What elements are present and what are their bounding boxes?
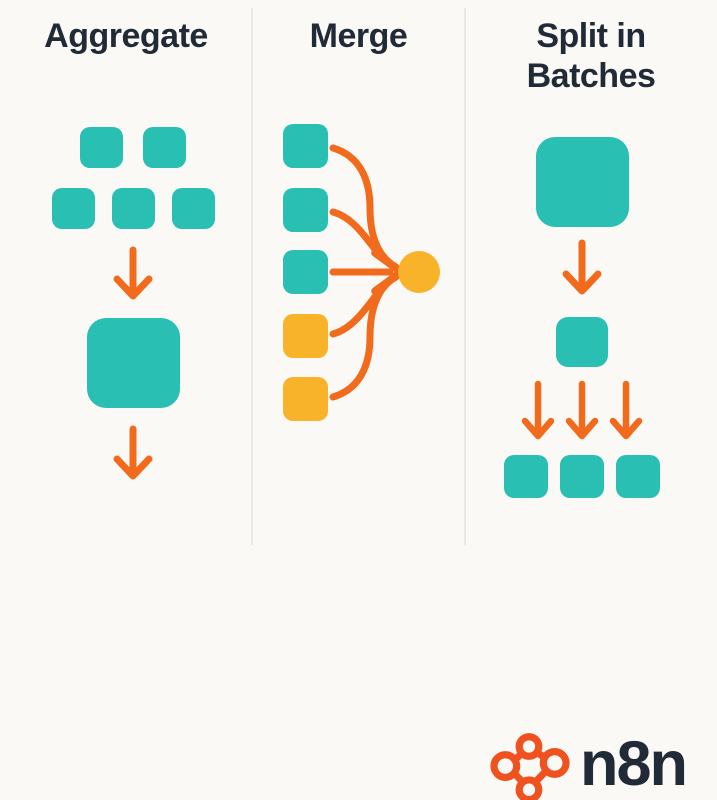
aggregated-square — [87, 318, 180, 408]
merge-input-items — [283, 124, 328, 421]
aggregate-title-label: Aggregate — [44, 17, 208, 55]
item-square — [283, 124, 328, 168]
aggregate-title: Aggregate — [0, 16, 252, 56]
logo-node — [515, 776, 543, 800]
item-square — [143, 127, 186, 168]
merge-title: Merge — [252, 16, 465, 56]
arrow-down-icon — [113, 246, 153, 300]
arrow-down-icon — [565, 380, 599, 440]
split-in-batches-title-label: Split in Batches — [526, 17, 656, 95]
merge-curve — [329, 273, 400, 401]
n8n-logo: n8n — [486, 728, 688, 800]
item-square — [80, 127, 123, 168]
panel-divider — [464, 8, 466, 545]
n8n-logo-icon — [490, 733, 570, 800]
panel-divider — [251, 8, 253, 545]
item-square — [283, 250, 328, 294]
aggregate-diagram — [52, 127, 215, 480]
logo-node — [490, 751, 521, 781]
source-square — [536, 137, 629, 227]
merge-title-label: Merge — [309, 17, 408, 55]
logo-node — [539, 748, 570, 778]
item-square — [52, 188, 95, 229]
split-arrows — [521, 380, 643, 440]
merge-curve — [329, 144, 400, 271]
n8n-logo-text: n8n — [580, 729, 688, 799]
item-square — [112, 188, 155, 229]
merge-diagram — [283, 124, 440, 421]
batch-items — [504, 455, 660, 498]
batch-source-square — [556, 317, 608, 367]
arrow-down-icon — [609, 380, 643, 440]
item-square-yellow — [283, 377, 328, 421]
logo-node — [515, 733, 543, 760]
arrow-down-icon — [521, 380, 555, 440]
batch-square — [560, 455, 604, 498]
merged-item-circle — [398, 251, 440, 293]
batch-square — [504, 455, 548, 498]
split-in-batches-diagram — [504, 137, 660, 498]
aggregate-input-items — [52, 127, 215, 229]
arrow-down-icon — [113, 425, 153, 480]
item-square-yellow — [283, 314, 328, 358]
split-in-batches-title: Split in Batches — [465, 16, 717, 96]
merge-curves — [329, 144, 405, 401]
item-square — [283, 188, 328, 232]
arrow-down-icon — [562, 239, 602, 295]
batch-square — [616, 455, 660, 498]
item-square — [172, 188, 215, 229]
